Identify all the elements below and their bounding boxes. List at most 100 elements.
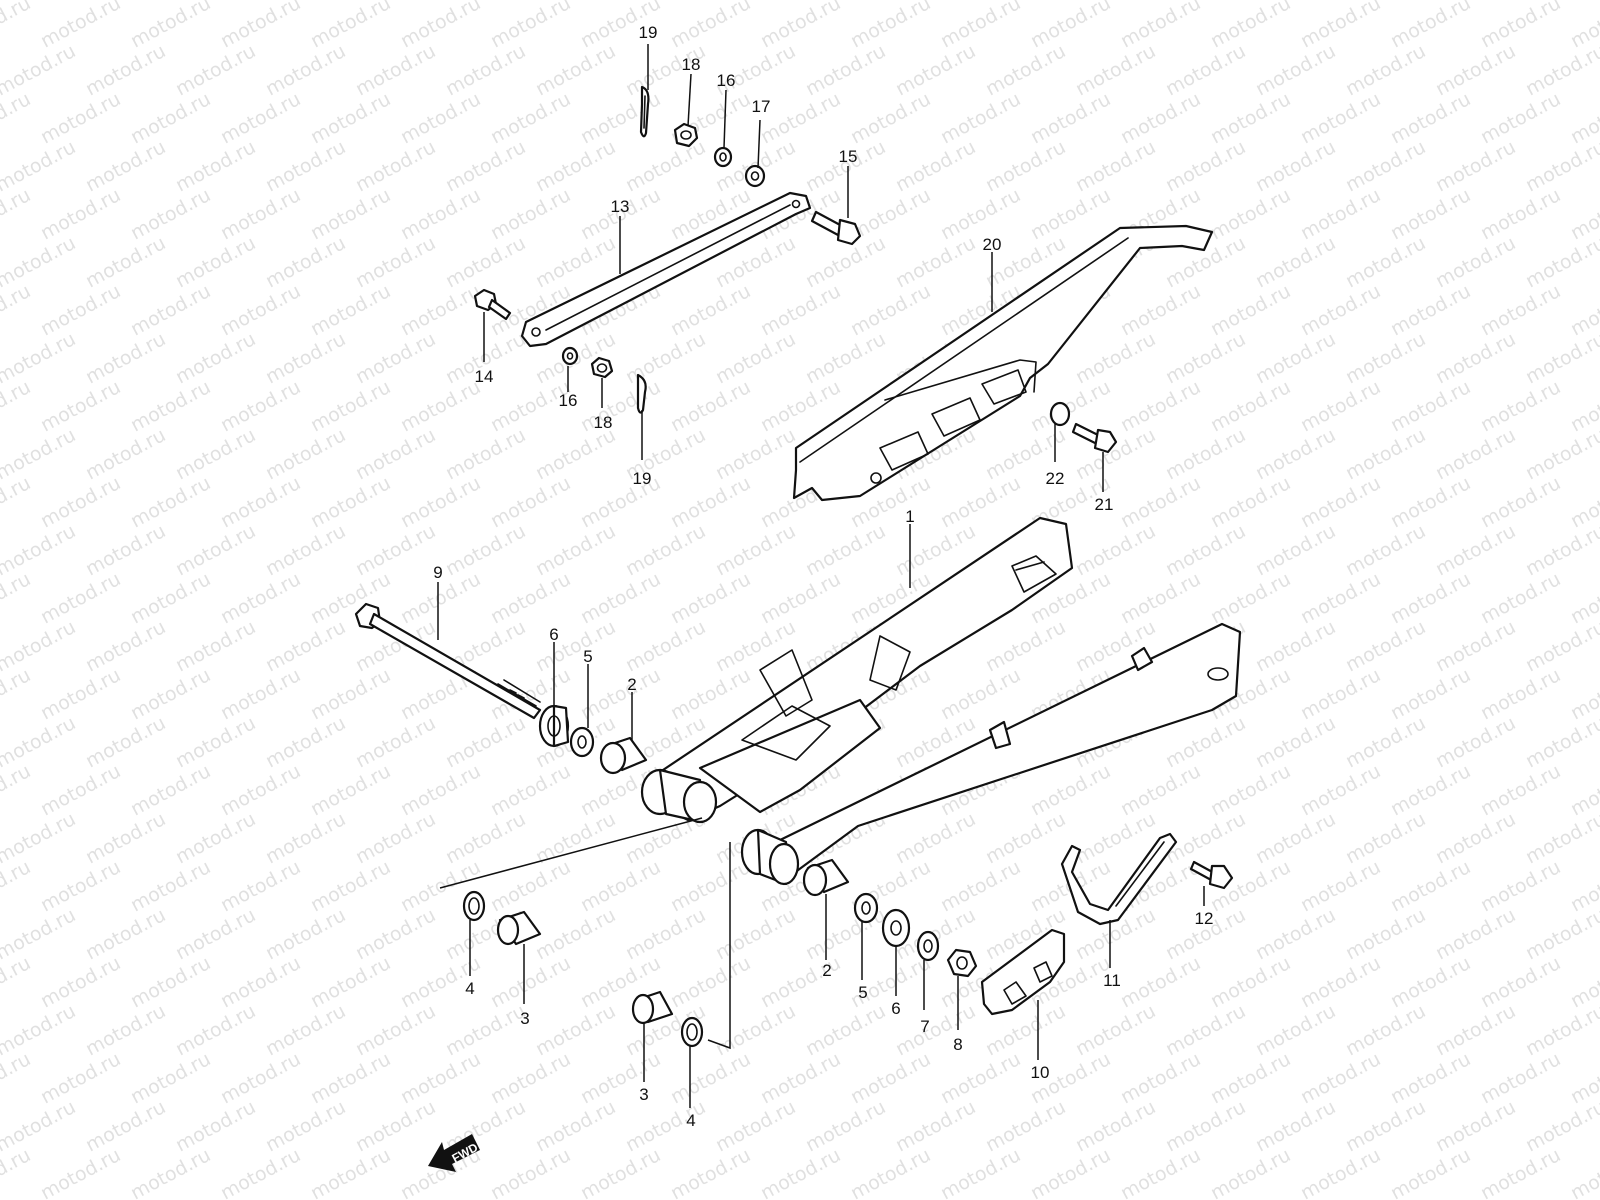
callout-17: 17 [752, 97, 771, 116]
watermark-text: motod.ru [1117, 0, 1204, 52]
callout-10: 10 [1031, 1063, 1050, 1082]
watermark-text: motod.ru [1477, 664, 1564, 724]
watermark-text: motod.ru [1162, 328, 1249, 388]
watermark-text: motod.ru [1297, 0, 1384, 52]
watermark-text: motod.ru [1342, 232, 1429, 292]
watermark-text: motod.ru [397, 0, 484, 52]
callout-6-lower: 6 [891, 999, 900, 1018]
watermark-text: motod.ru [1342, 904, 1429, 964]
watermark-text: motod.ru [847, 280, 934, 340]
watermark-text: motod.ru [757, 1048, 844, 1108]
watermark-text: motod.ru [442, 712, 529, 772]
watermark-text: motod.ru [757, 568, 844, 628]
watermark-text: motod.ru [1252, 520, 1339, 580]
watermark-text: motod.ru [262, 136, 349, 196]
watermark-text: motod.ru [577, 1048, 664, 1108]
watermark-text: motod.ru [1432, 712, 1519, 772]
watermark-text: motod.ru [667, 1144, 754, 1200]
callout-2-lower: 2 [822, 961, 831, 980]
part-2-bushing-lower [802, 858, 850, 897]
watermark-text: motod.ru [1342, 328, 1429, 388]
watermark-text: motod.ru [37, 664, 124, 724]
watermark-text: motod.ru [217, 184, 304, 244]
callout-4-left: 4 [465, 979, 474, 998]
watermark-text: motod.ru [847, 88, 934, 148]
callout-19-top: 19 [639, 23, 658, 42]
watermark-text: motod.ru [1477, 1048, 1564, 1108]
watermark-text: motod.ru [802, 328, 889, 388]
watermark-text: motod.ru [127, 1048, 214, 1108]
watermark-text: motod.ru [1252, 712, 1339, 772]
watermark-text: motod.ru [802, 520, 889, 580]
callout-18-top: 18 [682, 55, 701, 74]
watermark-text: motod.ru [37, 760, 124, 820]
watermark-text: motod.ru [37, 88, 124, 148]
watermark-text: motod.ru [487, 472, 574, 532]
watermark-text: motod.ru [307, 952, 394, 1012]
watermark-text: motod.ru [1162, 40, 1249, 100]
watermark-text: motod.ru [352, 1000, 439, 1060]
watermark-text: motod.ru [352, 328, 439, 388]
part-4-washer-left [462, 890, 486, 922]
watermark-text: motod.ru [1522, 520, 1600, 580]
watermark-text: motod.ru [0, 1048, 34, 1108]
watermark-text: motod.ru [82, 904, 169, 964]
watermark-text: motod.ru [757, 280, 844, 340]
watermark-text: motod.ru [1297, 1048, 1384, 1108]
part-9-pivot-bolt [354, 602, 542, 720]
watermark-text: motod.ru [0, 952, 34, 1012]
part-1-swingarm [640, 516, 1242, 886]
watermark-text: motod.ru [1432, 424, 1519, 484]
watermark-text: motod.ru [667, 280, 754, 340]
watermark-text: motod.ru [1162, 136, 1249, 196]
watermark-text: motod.ru [37, 184, 124, 244]
watermark-text: motod.ru [667, 568, 754, 628]
watermark-text: motod.ru [1342, 136, 1429, 196]
watermark-text: motod.ru [1387, 184, 1474, 244]
watermark-text: motod.ru [1297, 1144, 1384, 1200]
watermark-text: motod.ru [1297, 88, 1384, 148]
watermark-text: motod.ru [622, 616, 709, 676]
watermark-text: motod.ru [307, 1144, 394, 1200]
watermark-text: motod.ru [1477, 88, 1564, 148]
watermark-text: motod.ru [1477, 568, 1564, 628]
watermark-text: motod.ru [1072, 136, 1159, 196]
watermark-text: motod.ru [0, 1000, 79, 1060]
watermark-text: motod.ru [1297, 664, 1384, 724]
pivot-indicator-lines [439, 817, 731, 1050]
watermark-text: motod.ru [0, 712, 79, 772]
watermark-text: motod.ru [397, 184, 484, 244]
watermark-text: motod.ru [0, 232, 79, 292]
watermark-text: motod.ru [1072, 1000, 1159, 1060]
part-16-washer-lower [561, 346, 579, 366]
callout-7: 7 [920, 1017, 929, 1036]
watermark-text: motod.ru [172, 904, 259, 964]
part-15-bolt [810, 210, 862, 246]
watermark-text: motod.ru [982, 40, 1069, 100]
part-13-torque-link [520, 191, 812, 348]
watermark-text: motod.ru [1432, 1096, 1519, 1156]
watermark-text: motod.ru [1477, 760, 1564, 820]
watermark-text: motod.ru [1297, 184, 1384, 244]
watermark-text: motod.ru [1387, 1144, 1474, 1200]
watermark-text: motod.ru [1387, 856, 1474, 916]
watermark-text: motod.ru [1117, 568, 1204, 628]
watermark-text: motod.ru [217, 664, 304, 724]
watermark-text: motod.ru [1117, 952, 1204, 1012]
watermark-text: motod.ru [307, 856, 394, 916]
watermark-text: motod.ru [532, 616, 619, 676]
watermark-text: motod.ru [1522, 40, 1600, 100]
watermark-text: motod.ru [1387, 1048, 1474, 1108]
watermark-text: motod.ru [307, 760, 394, 820]
watermark-text: motod.ru [307, 376, 394, 436]
watermark-text: motod.ru [0, 0, 34, 52]
callout-1: 1 [905, 507, 914, 526]
watermark-text: motod.ru [1522, 1096, 1600, 1156]
watermark-text: motod.ru [622, 904, 709, 964]
watermark-text: motod.ru [1207, 376, 1294, 436]
watermark-text: motod.ru [82, 616, 169, 676]
watermark-text: motod.ru [442, 424, 529, 484]
watermark-text: motod.ru [172, 424, 259, 484]
part-18-nut-lower [590, 356, 614, 379]
watermark-text: motod.ru [937, 1144, 1024, 1200]
